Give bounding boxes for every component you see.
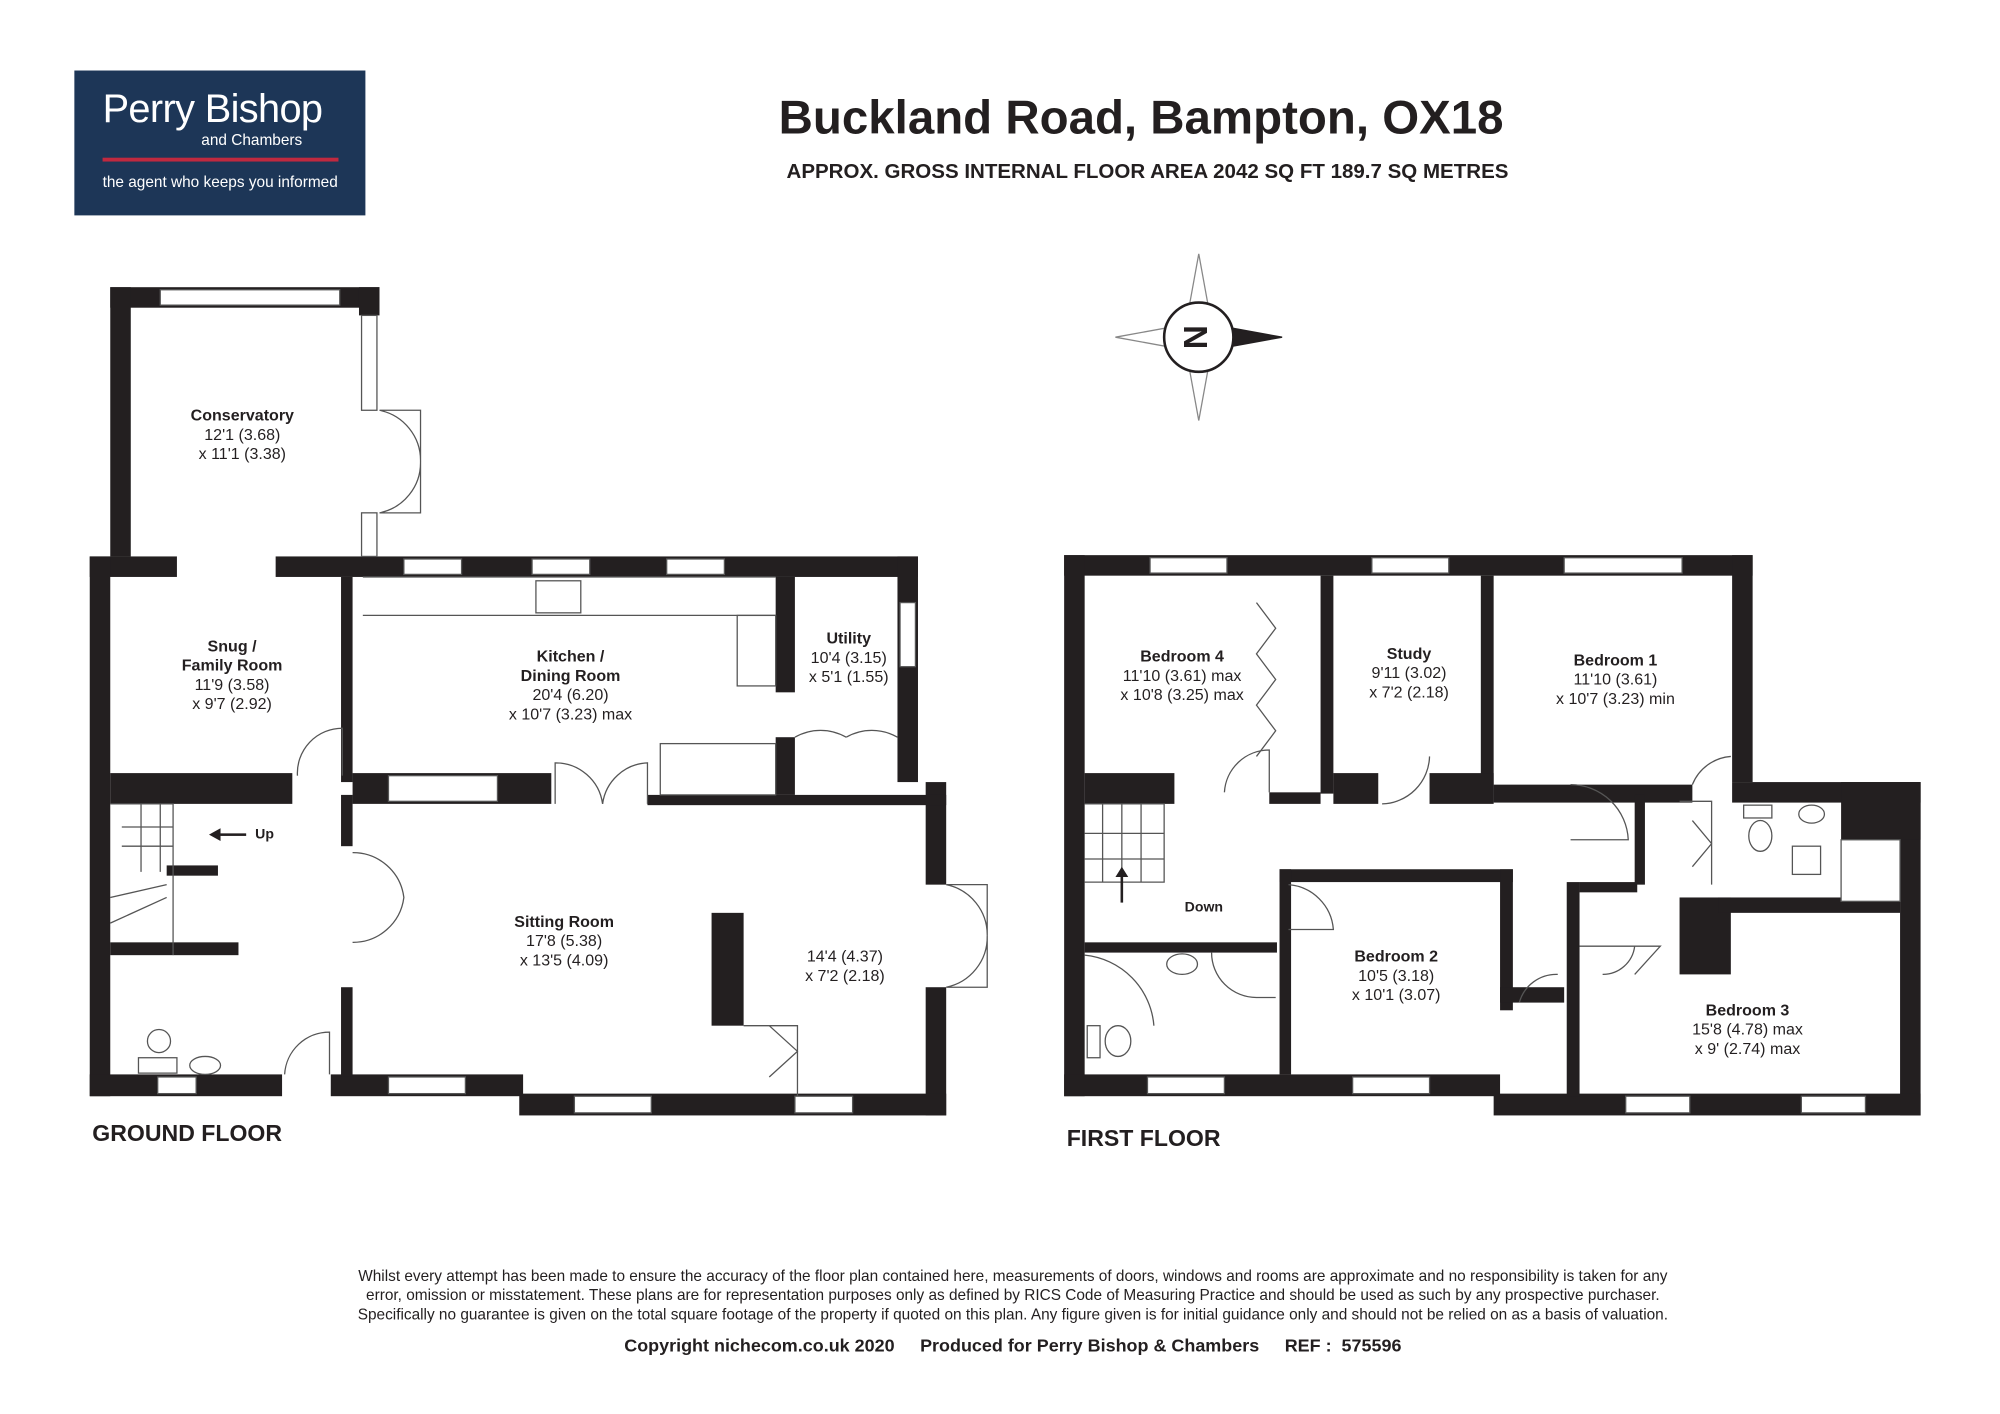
room-sitting-extension: 14'4 (4.37) x 7'2 (2.18) [805,947,885,985]
room-dim: x 9' (2.74) max [1694,1039,1801,1058]
logo-sub: and Chambers [201,130,303,149]
room-name: Bedroom 2 [1354,947,1439,966]
room-name: Bedroom 4 [1140,647,1224,666]
room-name: Conservatory [190,406,294,425]
room-dim: 9'11 (3.02) [1371,664,1447,683]
room-conservatory: Conservatory 12'1 (3.68) x 11'1 (3.38) [191,406,294,464]
room-name: Kitchen / [536,647,605,666]
room-kitchen: Kitchen / Dining Room 20'4 (6.20) x 10'7… [509,647,632,724]
ground-floor-label: GROUND FLOOR [92,1120,283,1147]
room-dim: x 7'2 (2.18) [805,966,885,985]
room-utility: Utility 10'4 (3.15) x 5'1 (1.55) [809,630,889,688]
room-dim: x 13'5 (4.09) [519,951,609,970]
logo-divider [102,157,339,162]
room-dim: x 10'1 (3.07) [1351,985,1441,1004]
room-bedroom-2: Bedroom 2 10'5 (3.18) x 10'1 (3.07) [1352,947,1441,1005]
footer: Whilst every attempt has been made to en… [192,1267,1833,1357]
first-floor-label: FIRST FLOOR [1066,1125,1221,1152]
room-name: Utility [826,629,872,648]
room-name: Family Room [181,656,283,675]
stairs-down-label: Down [1184,900,1224,916]
agent-logo: Perry Bishop and Chambers the agent who … [74,70,366,216]
room-dim: 17'8 (5.38) [526,932,603,951]
room-dim: x 9'7 (2.92) [192,694,272,713]
room-name: Dining Room [520,666,621,685]
room-dim: x 10'7 (3.23) max [508,705,633,724]
copyright-line: Copyright nichecom.co.uk 2020 Produced f… [614,1335,1412,1357]
room-name: Snug / [207,637,257,656]
room-dim: 10'4 (3.15) [810,648,887,667]
room-dim: 10'5 (3.18) [1358,966,1435,985]
floor-area: APPROX. GROSS INTERNAL FLOOR AREA 2042 S… [786,161,1509,184]
disclaimer-line: Specifically no guarantee is given on th… [357,1305,1669,1324]
room-sitting: Sitting Room 17'8 (5.38) x 13'5 (4.09) [514,913,614,971]
room-snug: Snug / Family Room 11'9 (3.58) x 9'7 (2.… [182,637,283,714]
room-dim: x 11'1 (3.38) [198,444,287,463]
room-dim: x 10'8 (3.25) max [1120,685,1244,704]
room-dim: 12'1 (3.68) [204,425,281,444]
room-dim: x 5'1 (1.55) [808,667,889,686]
room-bedroom-1: Bedroom 1 11'10 (3.61) x 10'7 (3.23) min [1556,651,1675,709]
room-bedroom-4: Bedroom 4 11'10 (3.61) max x 10'8 (3.25)… [1120,647,1243,705]
room-dim: x 7'2 (2.18) [1369,683,1449,702]
disclaimer-line: error, omission or misstatement. These p… [366,1285,1660,1304]
room-name: Study [1386,644,1432,663]
room-dim: 11'10 (3.61) [1573,670,1658,689]
room-study: Study 9'11 (3.02) x 7'2 (2.18) [1369,645,1449,703]
disclaimer-line: Whilst every attempt has been made to en… [358,1266,1668,1285]
room-dim: x 10'7 (3.23) min [1556,689,1675,708]
room-name: Bedroom 3 [1705,1001,1790,1020]
logo-brand: Perry Bishop [102,85,323,131]
room-dim: 14'4 (4.37) [806,947,883,966]
logo-tagline: the agent who keeps you informed [102,173,338,192]
room-name: Sitting Room [514,912,614,931]
room-dim: 11'10 (3.61) max [1122,666,1242,685]
room-bedroom-3: Bedroom 3 15'8 (4.78) max x 9' (2.74) ma… [1692,1001,1803,1059]
room-name: Bedroom 1 [1573,651,1658,670]
reference: REF : 575596 [1284,1334,1402,1356]
disclaimer: Whilst every attempt has been made to en… [192,1267,1833,1325]
stairs-up-label: Up [255,826,274,843]
produced-for: Produced for Perry Bishop & Chambers [920,1334,1260,1356]
room-dim: 15'8 (4.78) max [1692,1020,1803,1039]
page-title: Buckland Road, Bampton, OX18 [778,91,1504,144]
room-dim: 20'4 (6.20) [532,685,609,704]
room-dim: 11'9 (3.58) [194,675,270,694]
copyright: Copyright nichecom.co.uk 2020 [624,1334,895,1356]
